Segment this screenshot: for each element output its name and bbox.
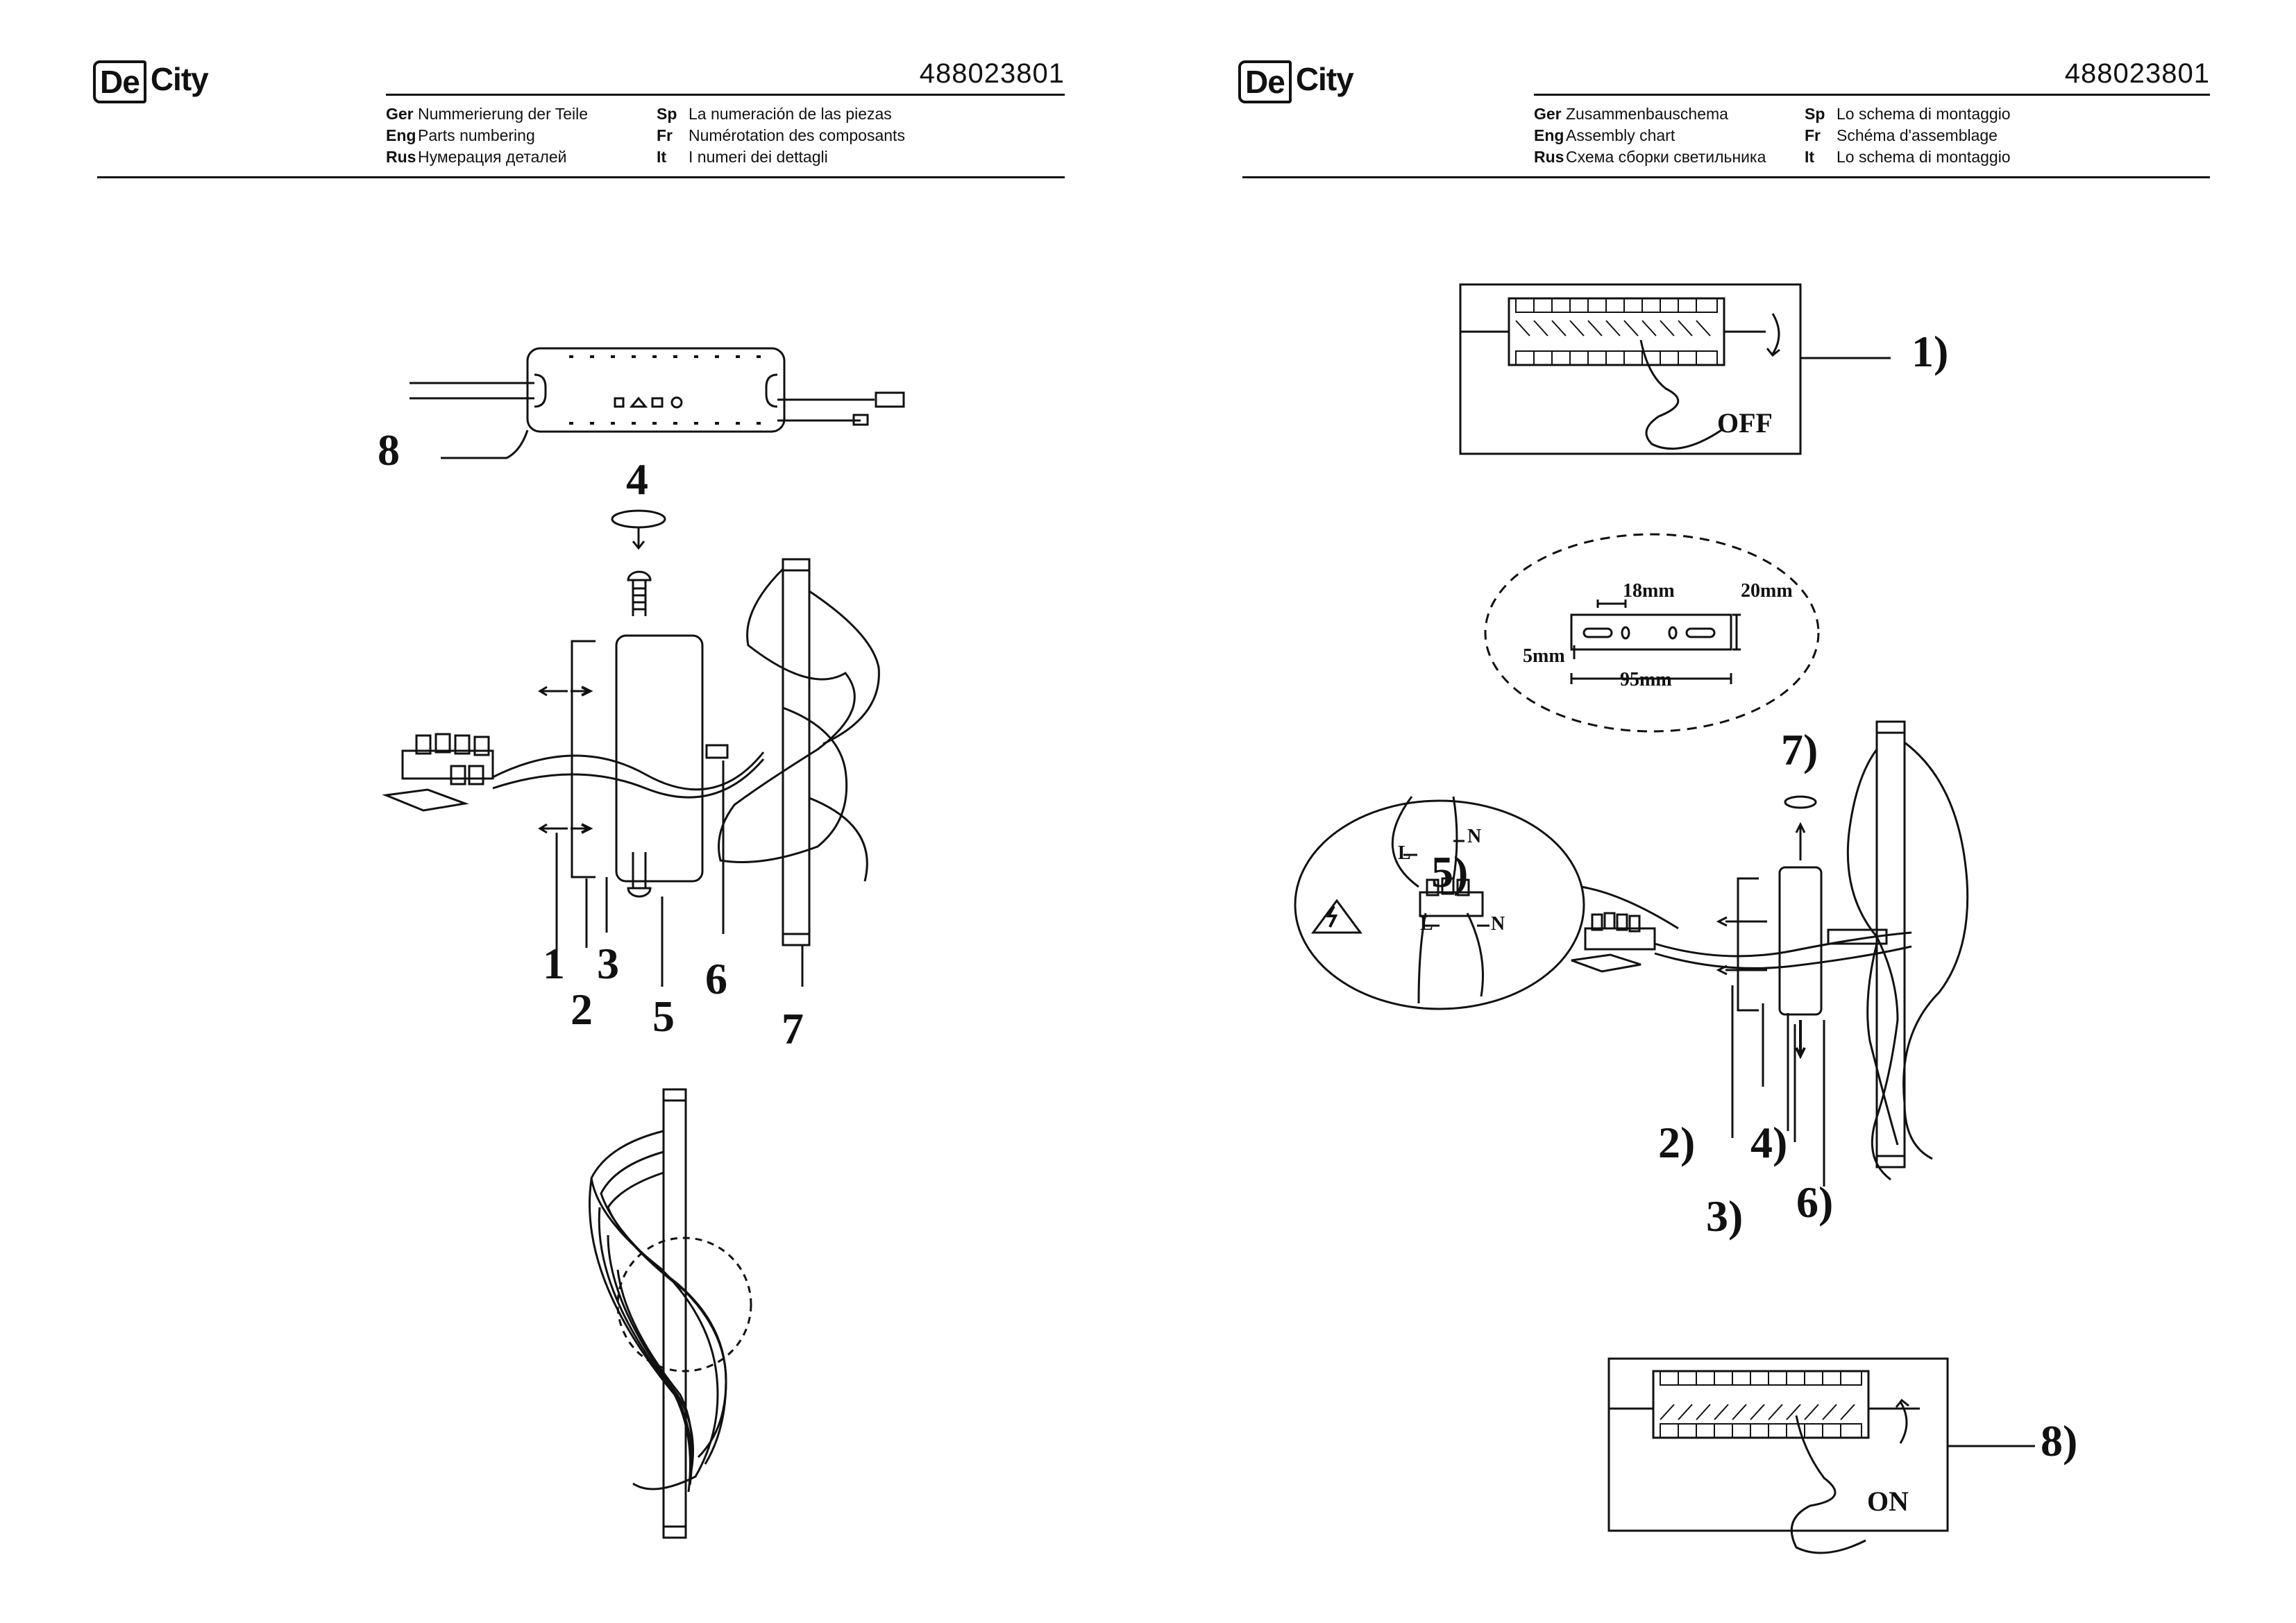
- part-number-2: 2: [571, 985, 593, 1034]
- parts-diagram: [382, 347, 905, 1539]
- step-8-label: 8): [2041, 1416, 2078, 1465]
- brand-logo-boxed: De: [1238, 60, 1292, 103]
- assembled-lamp-illustration: [589, 1088, 752, 1539]
- breaker-on-label: ON: [1867, 1486, 1909, 1517]
- screw-illustration-bottom: [627, 852, 652, 898]
- step-4-label: 4): [1750, 1118, 1788, 1167]
- wiring-detail-illustration: [1294, 796, 1679, 1010]
- bracket-dimensions-illustration: [1484, 533, 1820, 733]
- breaker-off-label: OFF: [1717, 407, 1773, 439]
- wire-label-neutral-bottom: N: [1491, 913, 1505, 935]
- part-number-1: 1: [543, 939, 565, 988]
- canopy-plate-illustration: [615, 634, 704, 883]
- part-number-7: 7: [782, 1004, 804, 1053]
- product-code: 488023801: [919, 58, 1065, 89]
- step-3-label: 3): [1706, 1191, 1744, 1241]
- main-assembly-illustration: [1571, 720, 1969, 1187]
- led-driver-illustration: [410, 347, 905, 459]
- wire-label-live-top: L: [1398, 842, 1411, 864]
- step-1-label: 1): [1911, 327, 1949, 376]
- breaker-panel-on-illustration: [1607, 1357, 2035, 1554]
- dim-hole-spacing: 18mm: [1623, 580, 1675, 602]
- brand-logo: De City: [1238, 54, 1354, 110]
- part-number-3: 3: [597, 939, 619, 988]
- brand-logo: De City: [93, 54, 209, 110]
- assembly-diagram: [1294, 283, 2035, 1554]
- screw-illustration-top: [627, 570, 652, 616]
- step-2-label: 2): [1658, 1118, 1696, 1167]
- brand-logo-rest: City: [150, 61, 209, 97]
- header-rule-bottom: [97, 176, 1065, 178]
- part-number-6: 6: [705, 954, 727, 1003]
- wire-label-live-bottom: L: [1420, 913, 1433, 935]
- dim-hole-diameter: 5mm: [1523, 645, 1565, 667]
- breaker-panel-off-illustration: [1459, 283, 1891, 455]
- product-code: 488023801: [2064, 58, 2210, 89]
- wire-label-neutral-top: N: [1467, 826, 1482, 847]
- part-number-8: 8: [378, 425, 400, 475]
- step-7-label: 7): [1781, 725, 1818, 774]
- header-rule-top: [386, 94, 1065, 96]
- dim-height: 20mm: [1741, 580, 1793, 602]
- dim-length: 95mm: [1620, 669, 1672, 690]
- part-number-4: 4: [626, 454, 648, 504]
- terminal-block-illustration: [382, 733, 494, 812]
- brand-logo-boxed: De: [93, 60, 146, 103]
- step-6-label: 6): [1796, 1178, 1834, 1227]
- step-5-label: 5): [1431, 847, 1469, 897]
- header-rule-top: [1534, 94, 2210, 96]
- part-number-5: 5: [652, 992, 675, 1041]
- brand-logo-rest: City: [1295, 61, 1354, 97]
- header-rule-bottom: [1242, 176, 2210, 178]
